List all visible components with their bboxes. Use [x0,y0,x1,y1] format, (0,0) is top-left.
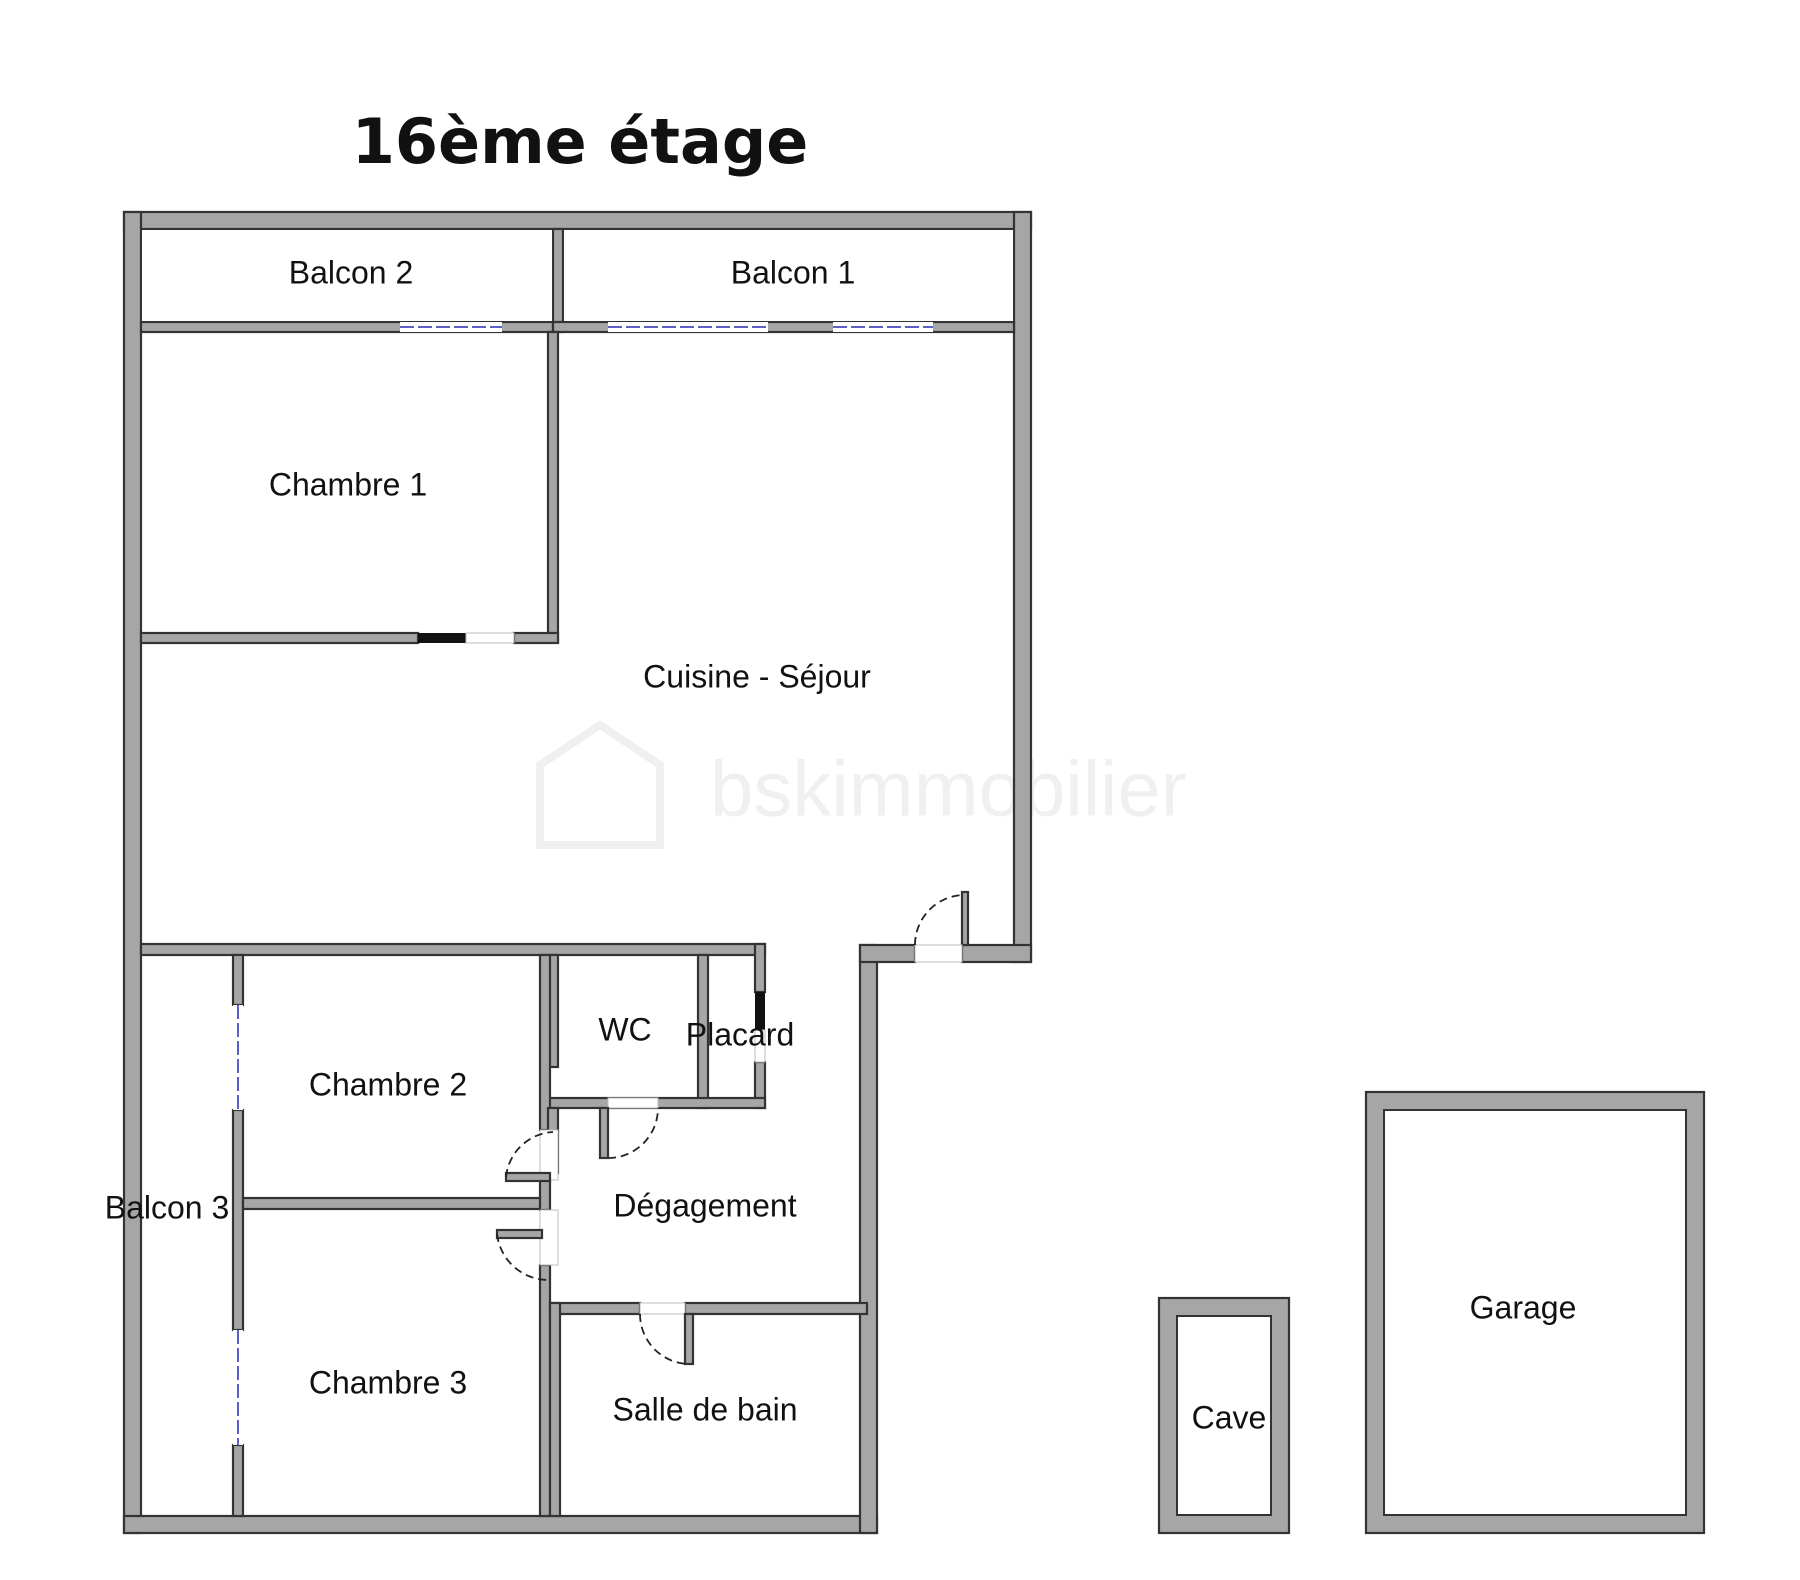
room-labels: Balcon 2 Balcon 1 Chambre 1 Cuisine - Sé… [105,254,1577,1435]
wall-step-left [858,943,917,964]
wall-south [122,1514,879,1535]
door-sdb-swing [639,1313,690,1365]
entry-threshold [914,944,963,963]
doors [418,632,963,1366]
wall-balcon-divider [551,227,565,334]
door-wc-jamb [598,1106,610,1160]
wall-chambre1-south-a [139,631,420,645]
door-placard-leaf [755,992,765,1030]
door-wc-threshold [607,1097,659,1109]
wall-east-upper [1012,210,1033,964]
door-chambre1-leaf [418,633,466,643]
watermark: bskimmobilier [536,720,1187,849]
wall-chambre1-east [546,330,560,644]
wall-sdb-north-a [548,1301,642,1316]
door-chambre1-threshold [465,632,515,644]
label-chambre1: Chambre 1 [269,466,427,502]
wall-chambre2-3-divider [241,1196,545,1211]
wall-chambre-east-mid [538,1178,552,1212]
label-placard: Placard [686,1016,795,1052]
door-chambre2-leaf [504,1171,552,1183]
entry-door-swing [914,894,963,946]
wall-step-right [960,943,1033,964]
wall-sdb-north-b [683,1301,869,1316]
label-cuisine-sejour: Cuisine - Séjour [643,658,871,694]
label-balcon3: Balcon 3 [105,1189,230,1225]
wall-chambre2-east [538,953,552,1132]
label-garage: Garage [1470,1289,1577,1325]
watermark-house-icon [536,720,664,849]
floor-balcon1 [562,228,1015,323]
wall-chambre3-east [538,1263,552,1518]
door-wc-swing [607,1107,659,1159]
windows [233,322,933,1445]
label-cave: Cave [1192,1399,1267,1435]
wall-balcon3-east-b [231,1108,245,1332]
wall-east-lower [858,943,879,1535]
floor-balcon2 [140,228,554,323]
floors [140,228,1687,1516]
label-wc: WC [598,1011,651,1047]
wall-chambre1-south-b [512,631,560,645]
door-chambre3-leaf [495,1228,544,1240]
label-degagement: Dégagement [613,1187,796,1223]
door-sdb-leaf [683,1312,695,1366]
label-balcon1: Balcon 1 [731,254,856,290]
floor-title: 16ème étage [352,105,809,178]
wall-balcon3-east-a [231,953,245,1007]
floor-garage [1383,1109,1687,1516]
wall-balcon3-east-c [231,1443,245,1518]
wall-sdb-west [548,1301,562,1518]
wall-sejour-south [139,942,767,957]
wall-placard-east-top [753,942,767,994]
wall-north [122,210,1033,231]
watermark-text: bskimmobilier [710,745,1187,833]
door-chambre3-swing [496,1233,549,1281]
door-placard-threshold [754,1029,766,1063]
door-jamb-entry [960,890,970,947]
label-balcon2: Balcon 2 [289,254,414,290]
label-chambre2: Chambre 2 [309,1066,467,1102]
label-salle-de-bain: Salle de bain [612,1391,797,1427]
floor-cave [1176,1315,1272,1516]
door-sdb-threshold [639,1302,686,1315]
label-chambre3: Chambre 3 [309,1364,467,1400]
wall-west [122,210,143,1535]
